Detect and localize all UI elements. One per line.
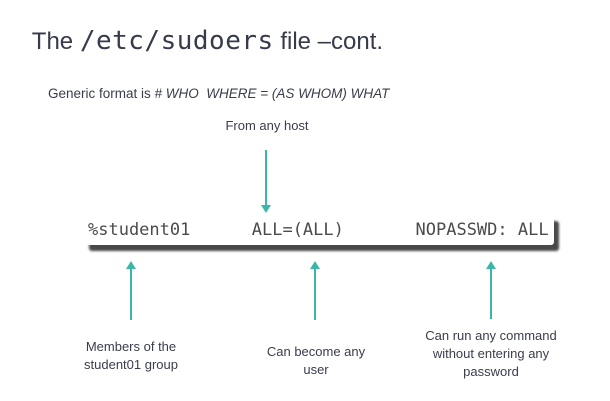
generic-format-formula: # WHO WHERE = (AS WHOM) WHAT bbox=[154, 86, 390, 101]
arrow-down-icon bbox=[261, 150, 271, 213]
arrow-shaft bbox=[490, 268, 492, 319]
page-title: The /etc/sudoers file –cont. bbox=[14, 8, 383, 74]
sudoers-line-text: %student01 ALL=(ALL) NOPASSWD: ALL bbox=[88, 220, 549, 240]
arrow-up-icon-who bbox=[126, 261, 136, 320]
sudoers-line-box: %student01 ALL=(ALL) NOPASSWD: ALL bbox=[84, 215, 554, 245]
callout-members-group: Members of the student01 group bbox=[84, 339, 178, 372]
title-suffix: file –cont. bbox=[273, 28, 384, 55]
title-code-path: /etc/sudoers bbox=[79, 26, 274, 56]
arrow-head bbox=[486, 261, 496, 269]
title-prefix: The bbox=[31, 28, 80, 55]
arrow-up-icon-aswhom bbox=[310, 261, 320, 320]
arrow-up-icon-what bbox=[486, 261, 496, 319]
callout-become-any-user: Can become any user bbox=[266, 344, 366, 377]
generic-format-lead: Generic format is bbox=[48, 86, 155, 101]
arrow-shaft bbox=[130, 269, 132, 320]
generic-format-line: Generic format is # WHO WHERE = (AS WHOM… bbox=[33, 71, 389, 116]
arrow-head bbox=[126, 261, 136, 269]
callout-no-password: Can run any command without entering any… bbox=[425, 328, 557, 379]
arrow-shaft bbox=[265, 150, 267, 205]
arrow-head bbox=[310, 261, 320, 269]
callout-from-any-host: From any host bbox=[225, 118, 309, 133]
arrow-head bbox=[261, 205, 271, 213]
arrow-shaft bbox=[314, 269, 316, 320]
